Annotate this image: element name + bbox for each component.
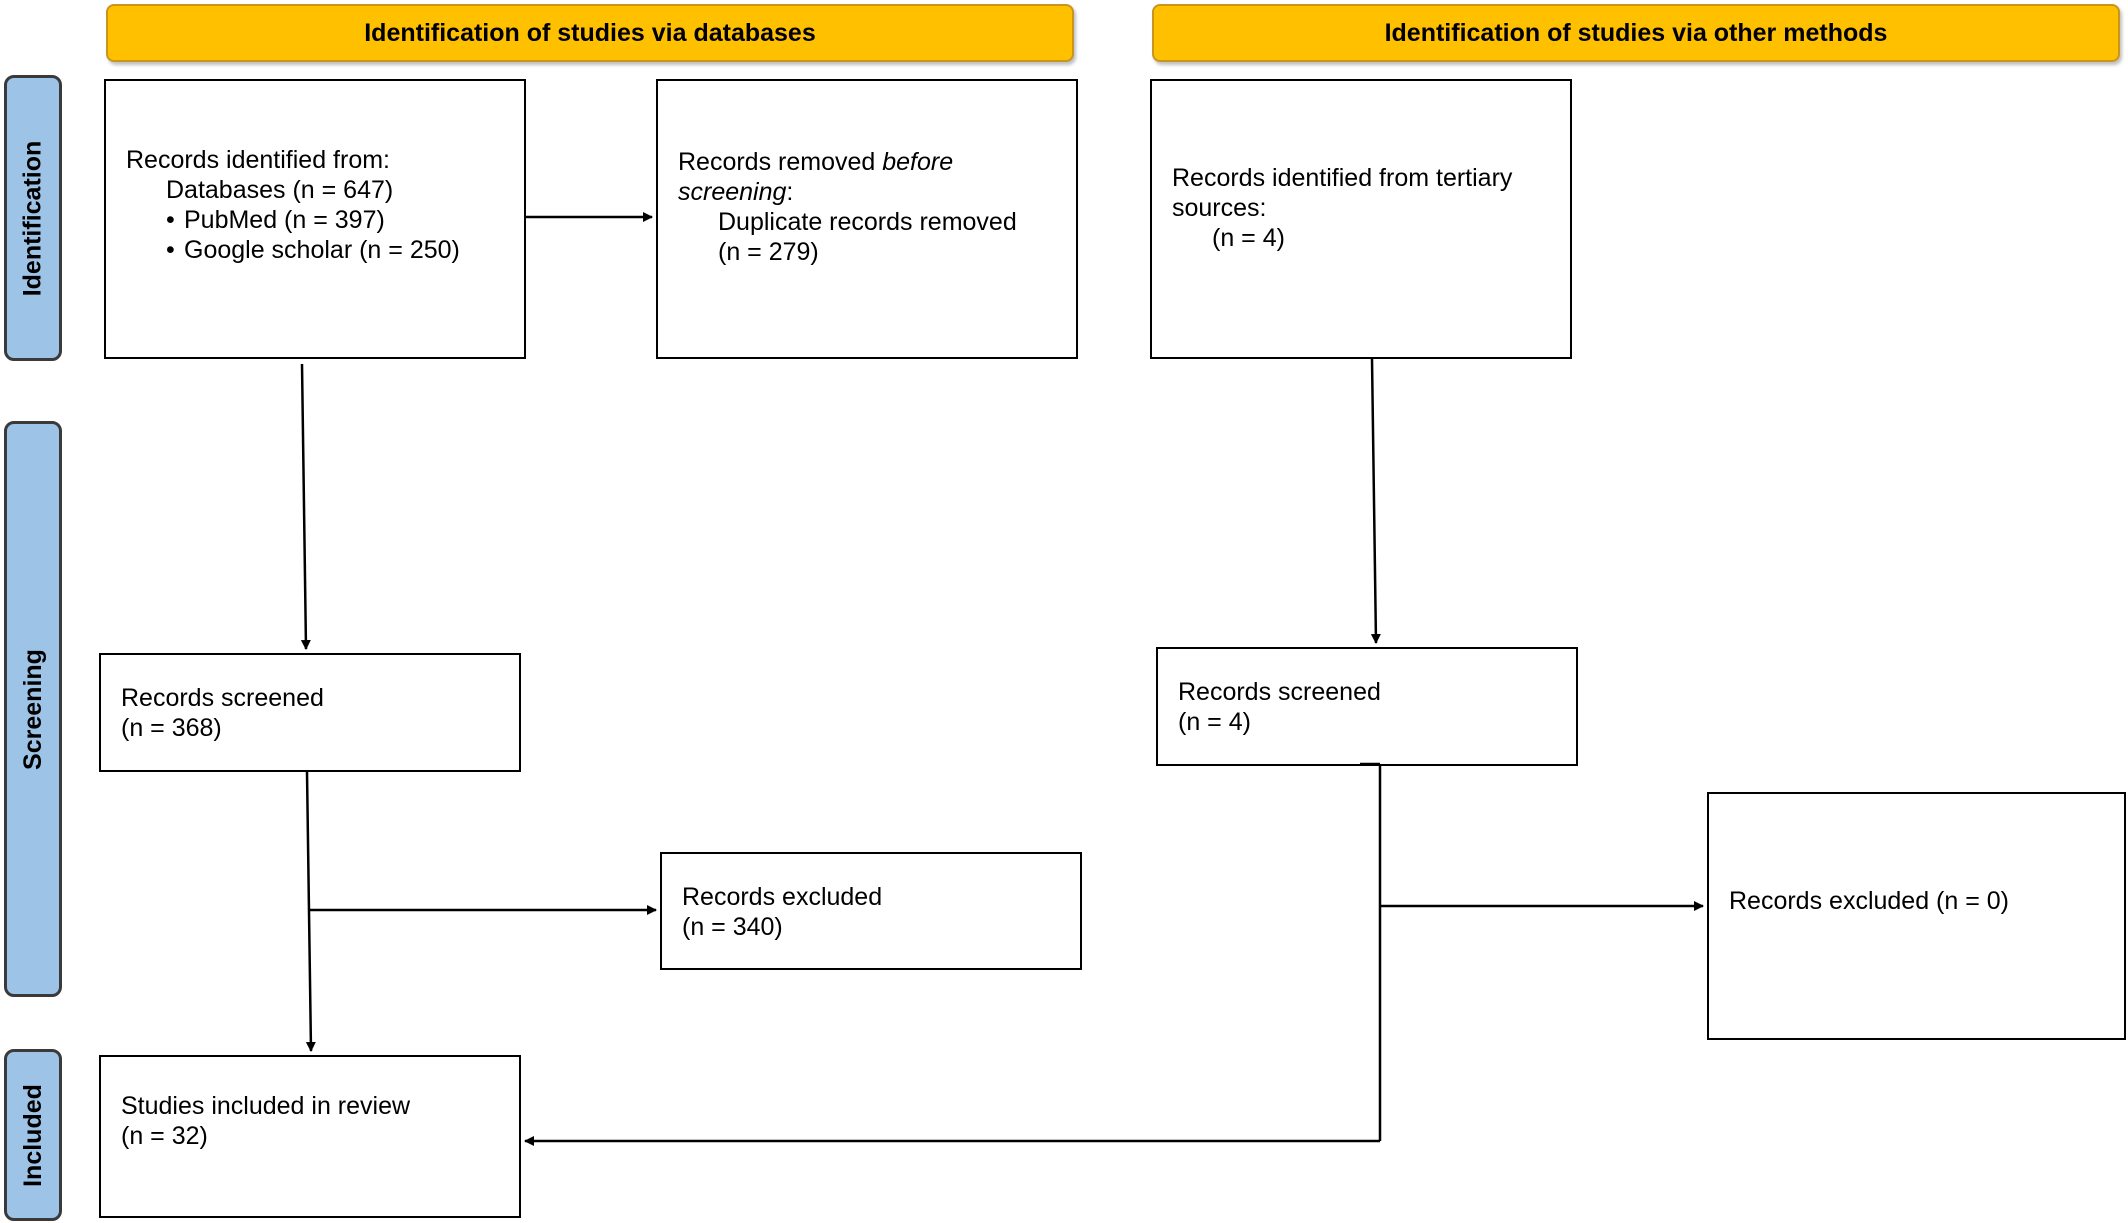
records-identified-databases-box: Records identified from: Databases (n = … (104, 79, 526, 359)
records-removed-detail: Duplicate records removed (718, 208, 1017, 236)
arrow-identified-to-screened (300, 363, 311, 650)
phase-identification: Identification (4, 75, 62, 361)
records-removed-box: Records removed before screening: Duplic… (656, 79, 1078, 359)
records-identified-tertiary-line2: sources: (1172, 194, 1267, 222)
phase-identification-label: Identification (18, 140, 47, 296)
phase-screening-label: Screening (18, 648, 47, 770)
phase-included: Included (4, 1049, 62, 1221)
arrow-screened-to-included (305, 771, 316, 1052)
list-item: • Google scholar (n = 250) (126, 235, 504, 265)
records-identified-databases: Databases (n = 647) (166, 176, 394, 204)
studies-included-label: Studies included in review (121, 1092, 411, 1120)
records-screened-databases-box: Records screened (n = 368) (99, 653, 521, 772)
records-screened-other-label: Records screened (1178, 678, 1381, 706)
list-item: • PubMed (n = 397) (126, 205, 504, 235)
header-databases-label: Identification of studies via databases (364, 18, 816, 47)
records-screened-label: Records screened (121, 684, 324, 712)
list-item-label: PubMed (n = 397) (184, 206, 385, 234)
records-screened-other-box: Records screened (n = 4) (1156, 647, 1578, 766)
header-other-methods-label: Identification of studies via other meth… (1384, 18, 1888, 47)
records-excluded-other-label: Records excluded (n = 0) (1729, 887, 2010, 915)
records-excluded-label: Records excluded (682, 883, 883, 911)
list-item-label: Google scholar (n = 250) (184, 236, 460, 264)
records-removed-count: (n = 279) (718, 238, 819, 266)
phase-included-label: Included (18, 1083, 47, 1187)
records-removed-heading-2: screening: (678, 177, 1056, 207)
records-excluded-databases-box: Records excluded (n = 340) (660, 852, 1082, 970)
records-identified-tertiary-line1: Records identified from tertiary (1172, 164, 1513, 192)
records-identified-tertiary-box: Records identified from tertiary sources… (1150, 79, 1572, 359)
bullet-icon: • (166, 236, 175, 264)
records-excluded-count: (n = 340) (682, 913, 783, 941)
records-removed-heading: Records removed before (678, 147, 1056, 177)
bullet-icon: • (166, 206, 175, 234)
records-identified-heading: Records identified from: (126, 146, 391, 174)
records-screened-other-count: (n = 4) (1178, 708, 1251, 736)
studies-included-count: (n = 32) (121, 1122, 208, 1150)
records-removed-heading-em2: screening (678, 178, 787, 206)
records-removed-heading-suffix: : (786, 178, 794, 206)
records-excluded-other-box: Records excluded (n = 0) (1707, 792, 2126, 1040)
studies-included-box: Studies included in review (n = 32) (99, 1055, 521, 1218)
phase-screening: Screening (4, 421, 62, 997)
records-removed-heading-em: before (882, 148, 954, 176)
header-databases: Identification of studies via databases (106, 4, 1074, 62)
records-identified-tertiary-count: (n = 4) (1212, 224, 1285, 252)
records-screened-count: (n = 368) (121, 714, 222, 742)
arrow-tertiary-to-screened (1370, 358, 1381, 644)
records-removed-heading-prefix: Records removed (678, 148, 883, 176)
header-other-methods: Identification of studies via other meth… (1152, 4, 2120, 62)
